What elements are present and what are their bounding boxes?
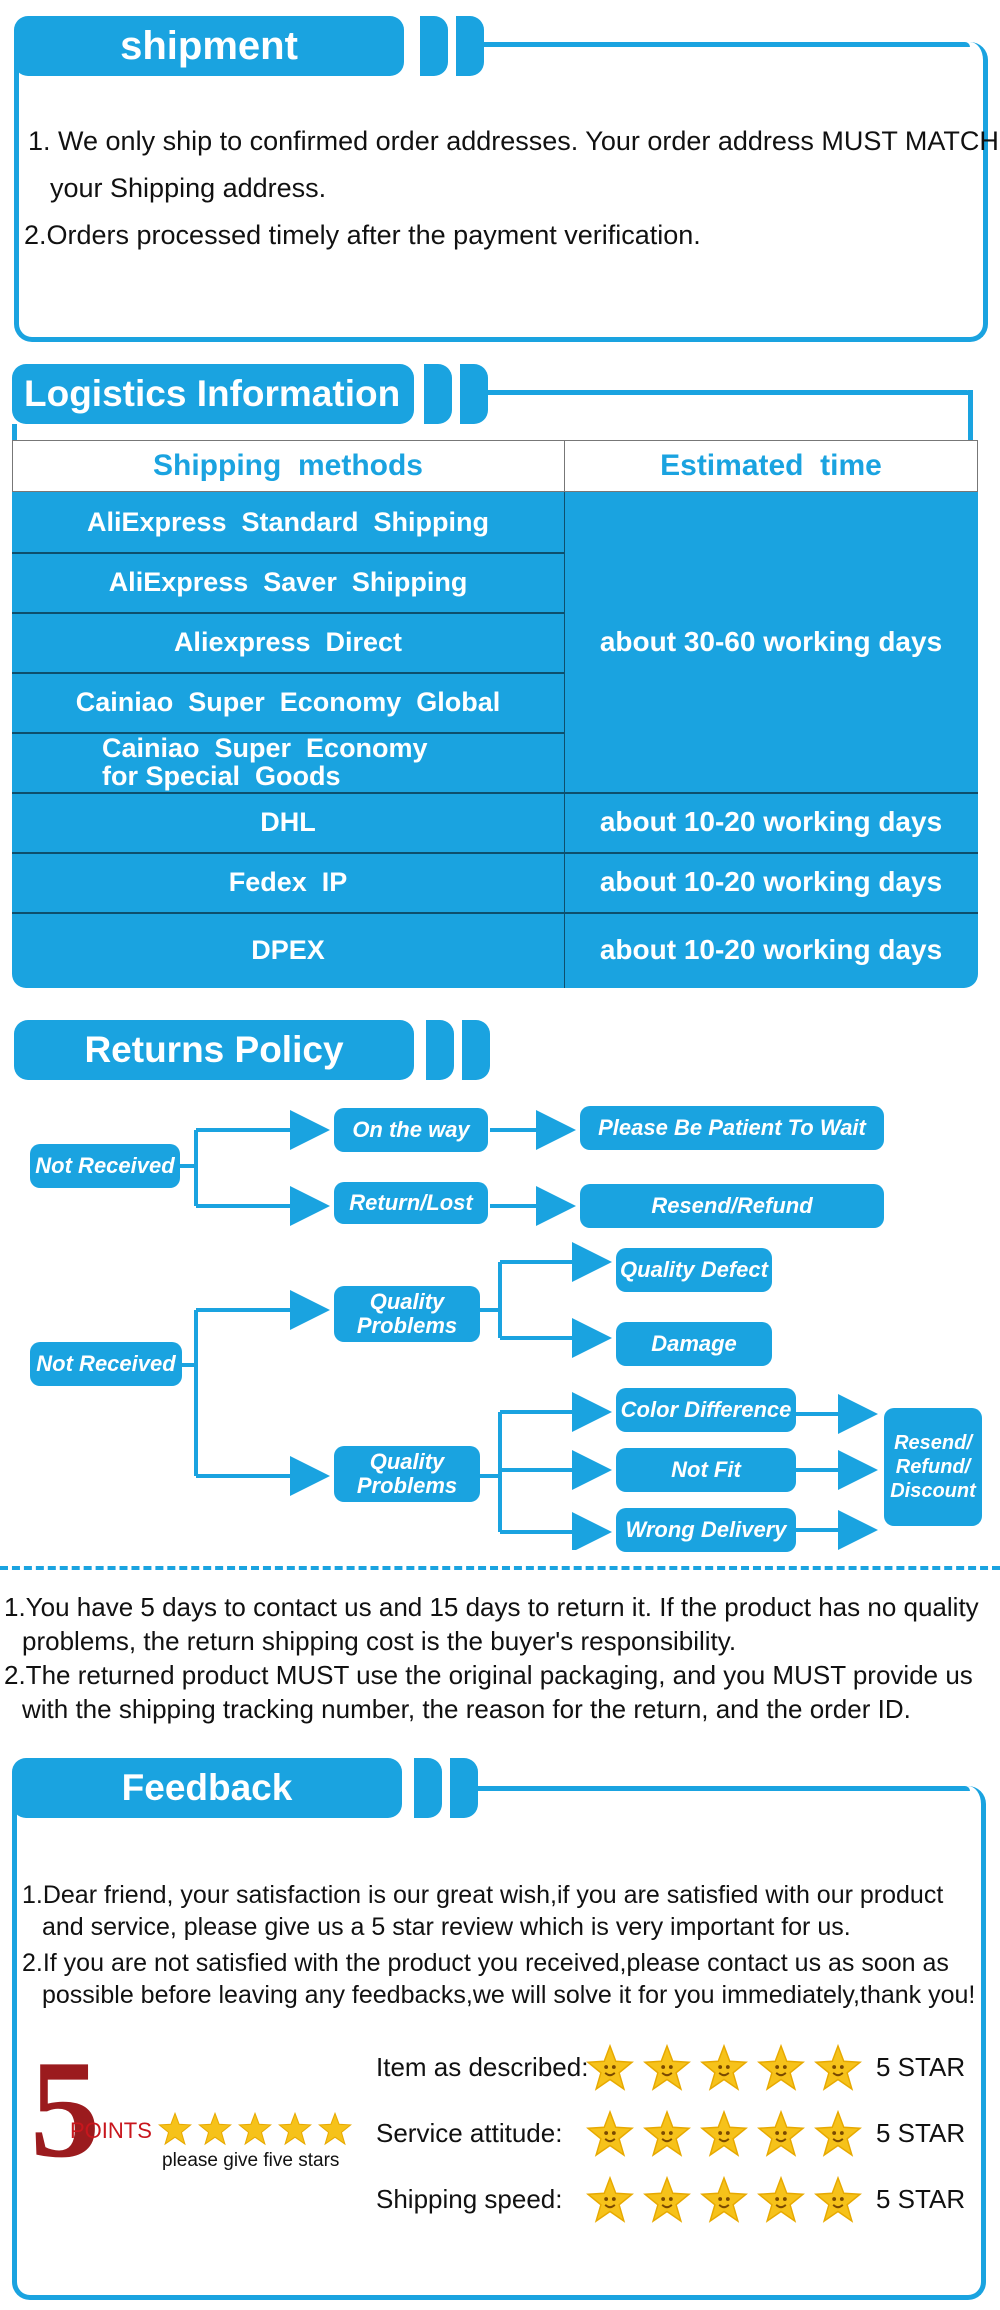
flow2-color-difference: Color Difference <box>616 1388 796 1432</box>
rating-star-icon <box>643 2043 691 2091</box>
flow2-not-fit: Not Fit <box>616 1448 796 1492</box>
tab-decoration <box>450 1758 478 1818</box>
five-points-label: POINTS <box>70 2118 152 2143</box>
tab-decoration <box>460 364 488 424</box>
flow1-return-lost: Return/Lost <box>334 1182 488 1224</box>
rating-label: Shipping speed: <box>376 2184 563 2214</box>
method-cell: AliExpress Saver Shipping <box>108 566 468 597</box>
returns-note: problems, the return shipping cost is th… <box>22 1626 737 1656</box>
shipment-line: 1. We only ship to confirmed order addre… <box>28 126 999 156</box>
method-cell: Aliexpress Direct <box>173 626 403 657</box>
five-points-number: 5 <box>30 2032 100 2187</box>
table-header-time: Estimated time <box>660 449 882 482</box>
flow2-quality-problems: Quality Problems <box>334 1446 480 1502</box>
shipping-table: Shipping methods Estimated time AliExpre… <box>12 440 978 988</box>
returns-flowchart <box>180 1110 878 1550</box>
small-star-icon <box>238 2112 272 2146</box>
tab-decoration <box>414 1758 442 1818</box>
feedback-box <box>12 1786 986 2300</box>
method-cell: DPEX <box>251 934 325 965</box>
flow1-not-received: Not Received <box>30 1144 180 1188</box>
tab-decoration <box>462 1020 490 1080</box>
time-cell: about 10-20 working days <box>599 806 943 837</box>
returns-title: Returns Policy <box>14 1020 414 1080</box>
flow1-patient: Please Be Patient To Wait <box>580 1106 884 1150</box>
small-star-icon <box>158 2112 192 2146</box>
rating-star-icon <box>814 2175 862 2223</box>
dashed-divider <box>0 1566 1000 1570</box>
rating-star-icon <box>700 2109 748 2157</box>
time-cell: about 10-20 working days <box>599 934 943 965</box>
tab-decoration <box>426 1020 454 1080</box>
logistics-title: Logistics Information <box>12 364 414 424</box>
feedback-title: Feedback <box>12 1758 402 1818</box>
rating-star-icon <box>757 2043 805 2091</box>
returns-note: with the shipping tracking number, the r… <box>22 1694 911 1724</box>
tab-decoration <box>420 16 448 76</box>
rating-value: 5 STAR <box>876 2118 966 2148</box>
rating-star-icon <box>586 2043 634 2091</box>
tab-decoration <box>424 364 452 424</box>
method-cell: DHL <box>260 806 316 837</box>
shipment-title: shipment <box>14 16 404 76</box>
rating-star-icon <box>586 2175 634 2223</box>
feedback-line: 1.Dear friend, your satisfaction is our … <box>22 1881 944 1909</box>
rating-star-icon <box>700 2175 748 2223</box>
flow2-quality-defect: Quality Defect <box>616 1248 772 1292</box>
flow2-wrong-delivery: Wrong Delivery <box>616 1508 796 1552</box>
table-header-methods: Shipping methods <box>153 449 423 482</box>
flow2-final-resolution: Resend/ Refund/ Discount <box>884 1408 982 1526</box>
tab-decoration <box>456 16 484 76</box>
flow2-damage: Damage <box>616 1322 772 1366</box>
time-cell: about 30-60 working days <box>599 626 943 657</box>
rating-value: 5 STAR <box>876 2052 966 2082</box>
rating-star-icon <box>586 2109 634 2157</box>
five-points-caption: please give five stars <box>162 2150 340 2171</box>
method-cell: Fedex IP <box>228 866 348 897</box>
feedback-line: 2.If you are not satisfied with the prod… <box>22 1949 949 1977</box>
method-cell: AliExpress Standard Shipping <box>86 506 490 537</box>
rating-value: 5 STAR <box>876 2184 966 2214</box>
rating-label: Item as described: <box>376 2052 589 2082</box>
flow2-quality-problems: Quality Problems <box>334 1286 480 1342</box>
time-cell: about 10-20 working days <box>599 866 943 897</box>
rating-star-icon <box>643 2109 691 2157</box>
small-star-icon <box>318 2112 352 2146</box>
method-cell: Cainiao Super Economy Global <box>75 686 501 717</box>
rating-star-icon <box>757 2175 805 2223</box>
method-cell: Cainiao Super Economy for Special Goods <box>102 733 443 791</box>
rating-label: Service attitude: <box>376 2118 563 2148</box>
small-star-icon <box>198 2112 232 2146</box>
rating-star-icon <box>643 2175 691 2223</box>
small-stars <box>158 2112 354 2146</box>
small-star-icon <box>278 2112 312 2146</box>
feedback-line: and service, please give us a 5 star rev… <box>42 1913 851 1941</box>
shipment-box <box>14 42 988 342</box>
rating-star-icon <box>814 2043 862 2091</box>
returns-note: 2.The returned product MUST use the orig… <box>4 1660 973 1690</box>
shipment-line: 2.Orders processed timely after the paym… <box>24 220 701 250</box>
shipment-line: your Shipping address. <box>50 173 327 203</box>
rating-star-icon <box>700 2043 748 2091</box>
flow2-not-received: Not Received <box>30 1342 182 1386</box>
feedback-line: possible before leaving any feedbacks,we… <box>42 1981 976 2009</box>
rating-star-icon <box>757 2109 805 2157</box>
flow1-on-the-way: On the way <box>334 1108 488 1152</box>
rating-star-icon <box>814 2109 862 2157</box>
returns-note: 1.You have 5 days to contact us and 15 d… <box>4 1592 979 1622</box>
flow1-resend-refund: Resend/Refund <box>580 1184 884 1228</box>
